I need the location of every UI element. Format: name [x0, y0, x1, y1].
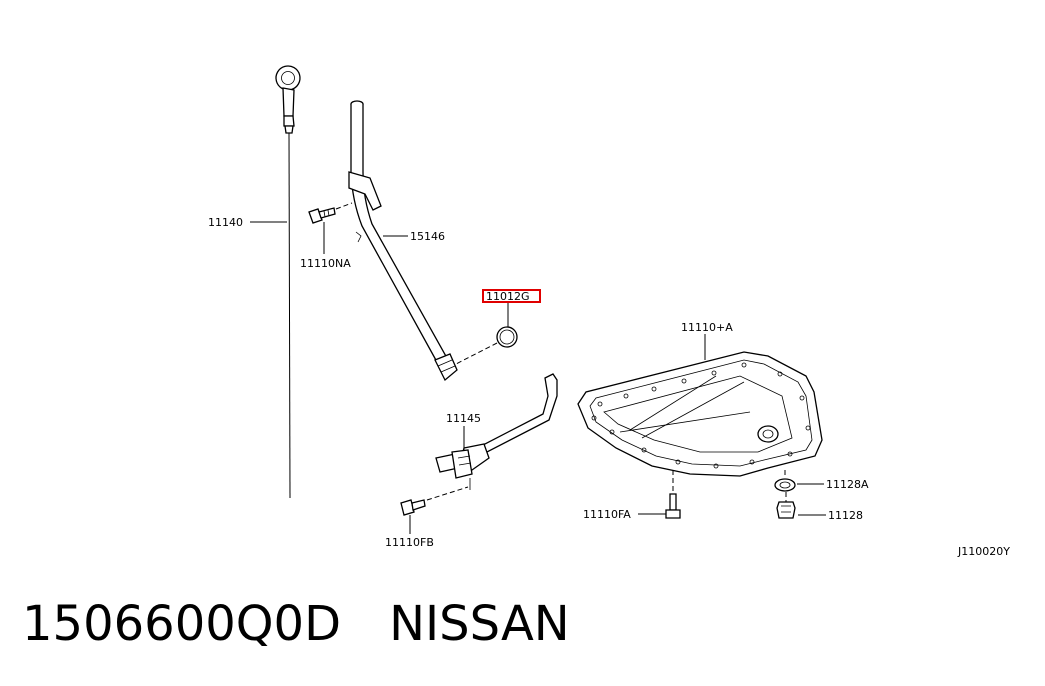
label-drain-plug: 11128 — [828, 509, 863, 522]
bolt-na-part — [308, 207, 336, 224]
washer-part — [774, 478, 796, 492]
oil-pan-part — [577, 351, 823, 477]
bolt-fa-part — [665, 470, 681, 519]
label-strainer: 11145 — [446, 412, 481, 425]
label-dipstick: 11140 — [208, 216, 243, 229]
label-bolt-na: 11110NA — [300, 257, 351, 270]
drain-plug-part — [776, 492, 796, 519]
label-oil-pan: 11110+A — [681, 321, 733, 334]
guide-tube-part — [348, 100, 458, 382]
brand-name: NISSAN — [389, 596, 570, 652]
label-bolt-fa: 11110FA — [583, 508, 631, 521]
label-o-ring: 11012G — [486, 290, 530, 303]
footer-caption: 1506600Q0D NISSAN — [22, 596, 570, 652]
strainer-part — [435, 373, 558, 490]
diagram-code: J110020Y — [957, 545, 1010, 558]
parts-diagram: 11140 15146 11110NA 11012G 1114 — [208, 65, 1010, 558]
label-bolt-fb: 11110FB — [385, 536, 434, 549]
label-guide-tube: 15146 — [410, 230, 445, 243]
label-washer: 11128A — [826, 478, 869, 491]
highlight-box-o-ring — [482, 289, 541, 303]
o-ring-part — [496, 326, 518, 348]
bolt-fb-part — [400, 499, 426, 516]
part-number: 1506600Q0D — [22, 596, 342, 652]
dipstick-part — [275, 65, 301, 499]
